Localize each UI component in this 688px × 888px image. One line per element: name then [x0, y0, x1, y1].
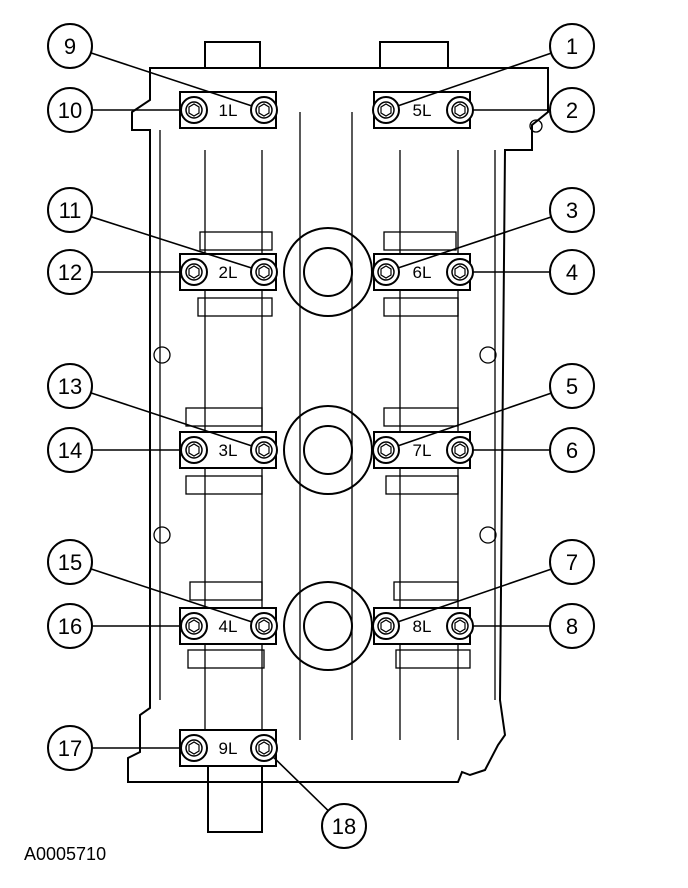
cap-bolt-icon	[180, 612, 208, 640]
cap-bolt-icon	[180, 734, 208, 762]
bearing-cap-label: 7L	[413, 441, 432, 460]
cap-bolt-icon	[250, 258, 278, 286]
cap-bolt-icon	[250, 96, 278, 124]
leader-line-18	[272, 756, 329, 812]
callout-17: 17	[47, 725, 93, 771]
callout-number: 5	[566, 374, 578, 399]
leader-line-9	[90, 52, 252, 107]
callout-number: 11	[59, 198, 82, 223]
bearing-cap-label: 5L	[413, 101, 432, 120]
callout-18: 18	[321, 803, 367, 849]
cap-bolt-icon	[372, 436, 400, 464]
callout-1: 1	[549, 23, 595, 69]
bearing-cap-label: 3L	[219, 441, 238, 460]
cap-bolt-icon	[250, 612, 278, 640]
callout-number: 8	[566, 614, 578, 639]
callout-11: 11	[47, 187, 93, 233]
callout-13: 13	[47, 363, 93, 409]
callout-number: 18	[332, 814, 356, 839]
callout-8: 8	[549, 603, 595, 649]
callout-number: 17	[58, 736, 82, 761]
cap-bolt-icon	[180, 258, 208, 286]
cap-bolt-icon	[446, 96, 474, 124]
bearing-cap-label: 4L	[219, 617, 238, 636]
leader-line-11	[90, 215, 252, 269]
cap-bolt-icon	[250, 436, 278, 464]
leader-line-13	[90, 392, 252, 447]
cap-bolt-icon	[250, 734, 278, 762]
bearing-cap-label: 1L	[219, 101, 238, 120]
cap-bolt-icon	[372, 96, 400, 124]
callout-number: 16	[58, 614, 82, 639]
cap-bolt-icon	[446, 612, 474, 640]
callout-number: 10	[58, 98, 82, 123]
callout-14: 14	[47, 427, 93, 473]
callout-10: 10	[47, 87, 93, 133]
callout-number: 9	[64, 34, 76, 59]
callout-number: 15	[58, 550, 82, 575]
bearing-cap-label: 2L	[219, 263, 238, 282]
bearing-cap-label: 9L	[219, 739, 238, 758]
callout-5: 5	[549, 363, 595, 409]
callout-number: 3	[566, 198, 578, 223]
callout-3: 3	[549, 187, 595, 233]
callout-9: 9	[47, 23, 93, 69]
bearing-cap-label: 6L	[413, 263, 432, 282]
callout-16: 16	[47, 603, 93, 649]
callout-4: 4	[549, 249, 595, 295]
callout-number: 7	[566, 550, 578, 575]
callout-number: 14	[58, 438, 82, 463]
leader-line-1	[398, 52, 552, 107]
cap-bolt-icon	[372, 612, 400, 640]
callout-number: 6	[566, 438, 578, 463]
callout-2: 2	[549, 87, 595, 133]
leader-line-15	[90, 568, 252, 623]
leader-line-5	[398, 392, 552, 447]
callout-number: 12	[58, 260, 82, 285]
callout-15: 15	[47, 539, 93, 585]
callout-number: 2	[566, 98, 578, 123]
cap-bolt-icon	[180, 436, 208, 464]
callout-number: 13	[58, 374, 82, 399]
cap-bolt-icon	[446, 436, 474, 464]
cap-bolt-icon	[180, 96, 208, 124]
figure-id: A0005710	[24, 844, 107, 864]
bearing-cap-label: 8L	[413, 617, 432, 636]
callout-12: 12	[47, 249, 93, 295]
leader-line-3	[398, 216, 552, 269]
callout-number: 1	[566, 34, 578, 59]
cap-bolt-icon	[372, 258, 400, 286]
leader-line-7	[398, 568, 552, 623]
cap-bolt-icon	[446, 258, 474, 286]
callout-6: 6	[549, 427, 595, 473]
callout-7: 7	[549, 539, 595, 585]
callout-number: 4	[566, 260, 578, 285]
